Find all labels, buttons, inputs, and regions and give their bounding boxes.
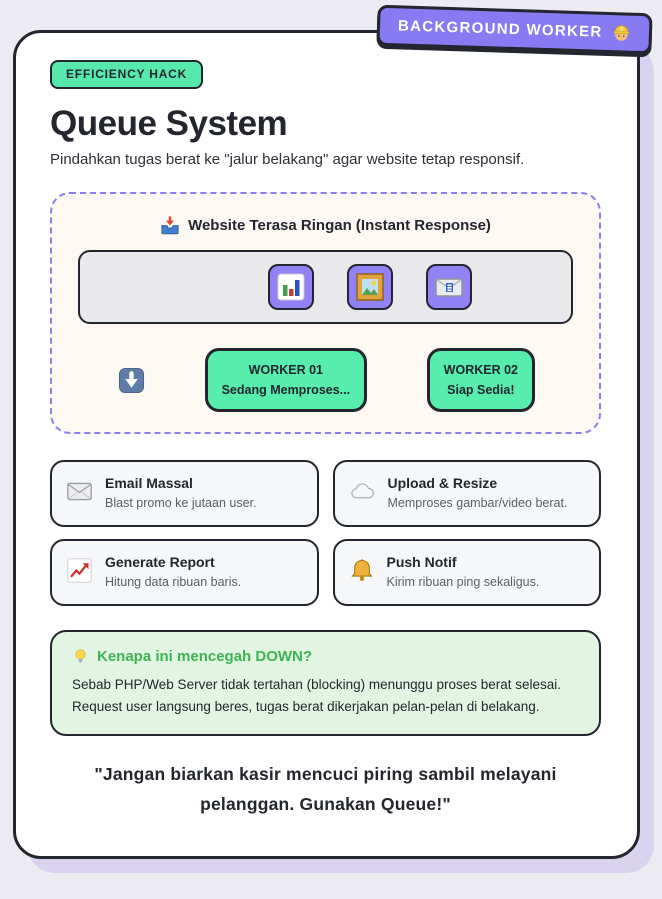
worker-card-1: WORKER 01 Sedang Memproses... <box>204 348 368 412</box>
page-title: Queue System <box>50 104 288 143</box>
task-card-generate-report: Generate Report Hitung data ribuan baris… <box>50 539 319 606</box>
flow-panel-title: Website Terasa Ringan (Instant Response) <box>188 216 491 234</box>
workers-row: WORKER 01 Sedang Memproses... WORKER 02 … <box>72 348 579 412</box>
task-card-title: Email Massal <box>105 475 193 491</box>
inbox-tray-icon <box>160 215 180 235</box>
task-card-title: Upload & Resize <box>387 475 498 491</box>
cloud-icon <box>349 478 376 505</box>
queue-items <box>267 264 472 310</box>
worker-status: Siap Sedia! <box>447 383 515 397</box>
task-card-desc: Memproses gambar/video berat. <box>387 496 568 510</box>
task-card-desc: Kirim ribuan ping sekaligus. <box>386 575 540 589</box>
task-card-push-notif: Push Notif Kirim ribuan ping sekaligus. <box>332 539 601 606</box>
queue-item-image <box>346 264 393 310</box>
quote-text: "Jangan biarkan kasir mencuci piring sam… <box>94 764 557 814</box>
task-card-title: Generate Report <box>105 554 215 570</box>
worker-card-2: WORKER 02 Siap Sedia! <box>426 348 535 412</box>
efficiency-hack-badge: EFFICIENCY HACK <box>50 60 204 89</box>
queue-item-report <box>267 264 314 310</box>
envelope-icon <box>66 478 93 505</box>
bell-icon <box>349 557 375 583</box>
chart-up-icon <box>66 557 93 584</box>
light-bulb-icon <box>72 648 89 665</box>
task-card-desc: Hitung data ribuan baris. <box>105 575 242 589</box>
info-box-title-row: Kenapa ini mencegah DOWN? <box>72 648 579 665</box>
task-card-desc: Blast promo ke jutaan user. <box>105 496 257 510</box>
worker-status: Sedang Memproses... <box>221 383 351 397</box>
worker-name: WORKER 02 <box>443 363 518 377</box>
task-card-upload-resize: Upload & Resize Memproses gambar/video b… <box>332 460 601 527</box>
main-card: EFFICIENCY HACK Queue System Pindahkan t… <box>13 30 640 859</box>
task-card-title: Push Notif <box>386 554 457 570</box>
task-card-email-massal: Email Massal Blast promo ke jutaan user. <box>50 460 319 527</box>
flow-panel-title-row: Website Terasa Ringan (Instant Response) <box>72 215 579 235</box>
queue-track <box>78 250 573 324</box>
queue-flow-panel: Website Terasa Ringan (Instant Response) <box>50 192 601 434</box>
page-subtitle: Pindahkan tugas berat ke "jalur belakang… <box>50 151 525 168</box>
down-arrow-icon <box>118 367 145 394</box>
top-badge-label: BACKGROUND WORKER <box>397 17 603 41</box>
info-box: Kenapa ini mencegah DOWN? Sebab PHP/Web … <box>50 630 601 737</box>
task-card-text: Push Notif Kirim ribuan ping sekaligus. <box>387 552 540 589</box>
bar-chart-icon <box>276 272 306 302</box>
framed-picture-icon <box>355 272 385 302</box>
task-grid: Email Massal Blast promo ke jutaan user.… <box>50 460 601 606</box>
worker-name: WORKER 01 <box>248 363 323 377</box>
info-box-body: Sebab PHP/Web Server tidak tertahan (blo… <box>72 677 562 714</box>
email-icon <box>434 272 464 302</box>
construction-worker-icon <box>611 23 631 43</box>
background-worker-badge: BACKGROUND WORKER <box>376 4 653 55</box>
info-box-title: Kenapa ini mencegah DOWN? <box>97 648 313 665</box>
task-card-text: Email Massal Blast promo ke jutaan user. <box>105 473 256 510</box>
queue-item-email <box>425 264 472 310</box>
task-card-text: Upload & Resize Memproses gambar/video b… <box>388 473 568 510</box>
task-card-text: Generate Report Hitung data ribuan baris… <box>105 552 241 589</box>
